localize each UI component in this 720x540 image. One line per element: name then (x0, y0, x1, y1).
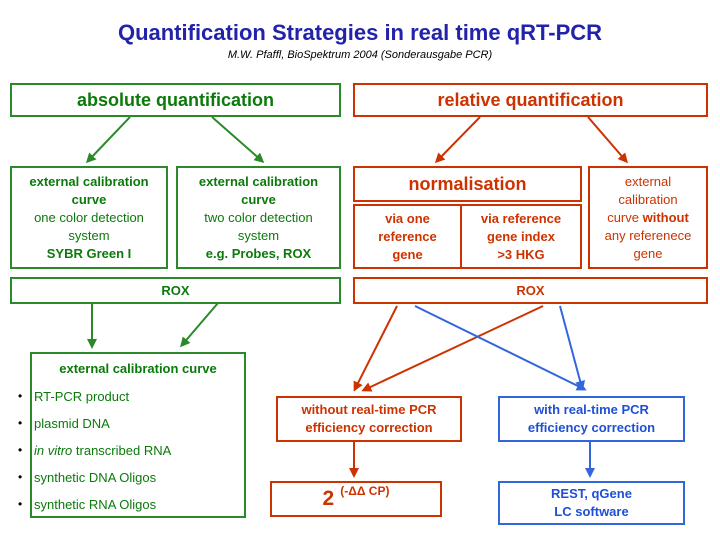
relative-rox-box: ROX (353, 277, 708, 304)
software-line1: REST, qGene (551, 486, 632, 501)
via-index-line1: via reference (480, 210, 562, 226)
bullet: • (18, 443, 23, 457)
relative-quantification-label: relative quantification (437, 89, 624, 110)
external-line4: any referenece (604, 227, 692, 243)
list-item: • in vitro transcribed RNA (12, 437, 244, 464)
via-one-line2: reference (378, 228, 437, 244)
one-color-detection-box: external calibration curve one color det… (10, 166, 168, 269)
absolute-quantification-label: absolute quantification (76, 89, 274, 110)
via-index-line2: gene index (487, 228, 555, 244)
without-line1: without real-time PCR (301, 402, 437, 417)
via-one-line1: via one (385, 210, 430, 226)
relative-rox-label: ROX (516, 283, 545, 298)
without-line2: efficiency correction (305, 420, 433, 435)
calibration-curve-heading: external calibration curve (59, 361, 217, 376)
list-item: • RT-PCR product (12, 383, 244, 410)
one-color-line5: SYBR Green I (46, 245, 132, 261)
absolute-rox-box: ROX (10, 277, 341, 304)
list-item-italic: in vitro (34, 443, 73, 458)
formula-box: 2 (-ΔΔ CP) (270, 481, 442, 517)
list-item-text: synthetic DNA Oligos (34, 470, 157, 485)
with-line2: efficiency correction (527, 420, 656, 435)
one-color-line4: system (68, 227, 110, 243)
list-item: • synthetic DNA Oligos (12, 464, 244, 491)
page-subtitle: M.W. Pfaffl, BioSpektrum 2004 (Sonderaus… (227, 49, 493, 61)
arrow-absolute-to-one-color (85, 116, 131, 164)
absolute-quantification-box: absolute quantification (10, 83, 341, 117)
arrow-rox-blue-left (414, 305, 587, 391)
list-item-text: synthetic RNA Oligos (34, 497, 157, 512)
bullet: • (18, 416, 23, 430)
via-one-line3: gene (392, 246, 423, 262)
page-title: Quantification Strategies in real time q… (117, 20, 603, 45)
two-color-line5: e.g. Probes, ROX (205, 245, 312, 261)
bullet: • (18, 470, 23, 484)
with-efficiency-correction-box: with real-time PCR efficiency correction (498, 396, 685, 442)
list-item-text: plasmid DNA (34, 416, 110, 431)
via-index-line3: >3 HKG (497, 246, 545, 262)
two-color-line4: system (237, 227, 280, 243)
arrow-absolute-to-two-color (211, 116, 265, 163)
two-color-detection-box: external calibration curve two color det… (176, 166, 341, 269)
external-calibration-no-reference-box: external calibration curve without any r… (588, 166, 708, 269)
arrow-relative-to-external (587, 116, 628, 164)
formula-base: 2 (322, 487, 335, 510)
bullet: • (18, 389, 23, 403)
arrow-rox-red-right (361, 305, 544, 392)
two-color-line2: curve (241, 191, 276, 207)
with-line1: with real-time PCR (534, 402, 649, 417)
calibration-curve-panel: external calibration curve • RT-PCR produ… (18, 352, 246, 518)
without-efficiency-correction-box: without real-time PCR efficiency correct… (276, 396, 462, 442)
one-color-line2: curve (71, 191, 107, 207)
arrow-rox-blue-right (559, 305, 586, 391)
external-line1: external (624, 173, 672, 189)
formula-exponent: (-ΔΔ CP) (340, 484, 390, 498)
one-color-line1: external calibration (29, 173, 149, 189)
external-line3-curve: curve (607, 209, 643, 225)
list-item-text: transcribed RNA (72, 443, 172, 458)
relative-quantification-box: relative quantification (353, 83, 708, 117)
arrow-rox-red-left (353, 305, 398, 392)
normalisation-label: normalisation (408, 173, 527, 194)
list-item-text: RT-PCR product (34, 389, 130, 404)
two-color-line3: two color detection (204, 209, 313, 225)
list-item: • synthetic RNA Oligos (12, 491, 244, 518)
via-reference-index-box: via reference gene index >3 HKG (460, 204, 582, 269)
external-line3-without: without (642, 209, 689, 225)
arrow-relative-to-normalisation (434, 116, 481, 164)
arrow-rox-to-calibration-right (180, 302, 219, 348)
absolute-rox-label: ROX (161, 283, 190, 298)
calibration-materials-list: • RT-PCR product • plasmid DNA • in vitro t… (12, 383, 244, 518)
software-line2: LC software (554, 504, 629, 519)
one-color-line3: one color detection (34, 209, 144, 225)
bullet: • (18, 497, 23, 511)
list-item: • plasmid DNA (12, 410, 244, 437)
normalisation-box: normalisation (353, 166, 582, 202)
via-one-reference-box: via one reference gene (353, 204, 462, 269)
software-box: REST, qGene LC software (498, 481, 685, 525)
two-color-line1: external calibration (198, 173, 319, 189)
external-line2: calibration (618, 191, 678, 207)
external-line5: gene (633, 245, 663, 261)
external-line3: curve without (607, 209, 689, 227)
